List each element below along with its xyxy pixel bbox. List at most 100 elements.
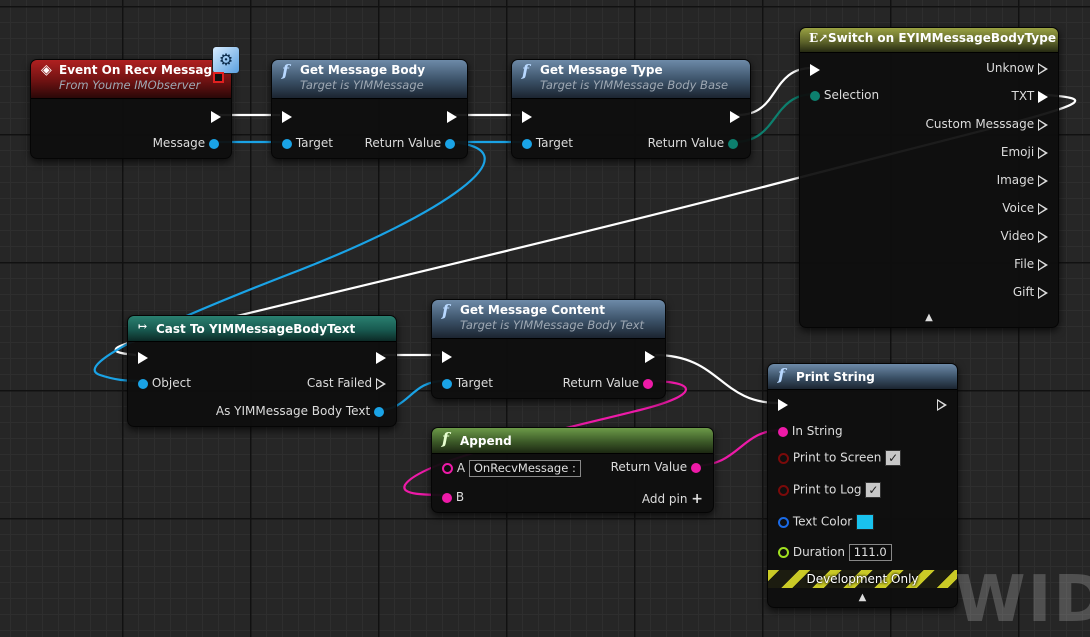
- exec-out-pin[interactable]: [937, 397, 947, 411]
- print-to-screen-pin[interactable]: Print to Screen ✓: [778, 450, 902, 466]
- pin-label: As YIMMessage Body Text: [215, 404, 371, 418]
- pin-label: Gift: [1012, 285, 1035, 299]
- as-body-text-pin[interactable]: As YIMMessage Body Text: [216, 404, 384, 418]
- pin-a[interactable]: A OnRecvMessage :: [442, 460, 581, 477]
- exec-out-pin[interactable]: [376, 350, 386, 364]
- exec-in-pin[interactable]: [810, 62, 820, 76]
- return-value-pin[interactable]: Return Value: [611, 460, 701, 474]
- expand-arrow-icon[interactable]: ▲: [858, 592, 867, 603]
- switch-out-file[interactable]: File: [1014, 257, 1048, 271]
- pin-label: Return Value: [364, 136, 442, 150]
- target-pin[interactable]: Target: [442, 376, 493, 390]
- switch-out-emoji[interactable]: Emoji: [1001, 145, 1048, 159]
- exec-out-pin[interactable]: [447, 109, 457, 123]
- exec-in-pin[interactable]: [442, 349, 452, 363]
- pin-label: Return Value: [647, 136, 725, 150]
- delegate-icon[interactable]: ⚙: [212, 46, 240, 74]
- object-pin-icon: [282, 138, 292, 149]
- exec-out-pin[interactable]: [730, 109, 740, 123]
- print-to-screen-checkbox[interactable]: ✓: [885, 450, 902, 466]
- pin-label: Target: [455, 376, 493, 390]
- exec-arrow-icon: [376, 377, 386, 390]
- pin-label: Print to Log: [792, 482, 862, 497]
- get-message-type-node[interactable]: f Get Message Type Target is YIMMessage …: [511, 59, 751, 159]
- text-color-swatch[interactable]: [856, 514, 875, 530]
- switch-out-gift[interactable]: Gift: [1013, 285, 1048, 299]
- exec-arrow-icon: [211, 110, 221, 123]
- node-title: Append: [460, 434, 512, 448]
- string-pin-icon: [778, 426, 788, 437]
- switch-out-video[interactable]: Video: [1001, 229, 1048, 243]
- object-pin-icon: [442, 378, 452, 389]
- exec-in-pin[interactable]: [778, 397, 788, 411]
- function-icon: f: [522, 61, 529, 80]
- pin-label: Target: [295, 136, 333, 150]
- exec-out-pin[interactable]: [211, 109, 221, 123]
- switch-out-voice[interactable]: Voice: [1002, 201, 1048, 215]
- exec-out-pin[interactable]: [645, 349, 655, 363]
- node-subtitle: Target is YIMMessage Body Text: [460, 318, 645, 332]
- switch-out-image[interactable]: Image: [997, 173, 1048, 187]
- print-string-node[interactable]: f Print String In String Print to Screen…: [767, 363, 958, 608]
- switch-on-enum-node[interactable]: E↗ Switch on EYIMMessageBodyType Selecti…: [799, 27, 1059, 328]
- append-node[interactable]: f Append A OnRecvMessage : B Return Valu…: [431, 427, 714, 513]
- cast-failed-pin[interactable]: Cast Failed: [307, 376, 386, 390]
- in-string-pin[interactable]: In String: [778, 424, 843, 438]
- duration-pin[interactable]: Duration 111.0: [778, 544, 892, 561]
- print-to-log-pin[interactable]: Print to Log ✓: [778, 482, 882, 498]
- return-value-pin[interactable]: Return Value: [365, 136, 455, 150]
- node-subtitle: From Youme IMObserver: [59, 78, 201, 92]
- pin-a-value-field[interactable]: OnRecvMessage :: [468, 460, 581, 477]
- exec-in-pin[interactable]: [522, 109, 532, 123]
- pin-label: A: [456, 461, 466, 475]
- object-pin[interactable]: Object: [138, 376, 191, 390]
- function-icon: f: [442, 301, 449, 320]
- pin-label: Emoji: [1000, 145, 1035, 159]
- add-pin-button[interactable]: Add pin +: [642, 492, 703, 506]
- development-only-banner: Development Only: [768, 570, 957, 588]
- message-pin[interactable]: Message: [153, 136, 219, 150]
- exec-in-pin[interactable]: [138, 350, 148, 364]
- get-message-body-node[interactable]: f Get Message Body Target is YIMMessage …: [271, 59, 468, 159]
- node-title: Cast To YIMMessageBodyText: [156, 322, 356, 336]
- selection-pin[interactable]: Selection: [810, 88, 879, 102]
- pin-label: B: [455, 490, 465, 504]
- cast-icon: ↦: [138, 320, 148, 333]
- cast-to-node[interactable]: ↦ Cast To YIMMessageBodyText Object Cast…: [127, 315, 397, 427]
- pin-label: Duration: [792, 545, 845, 559]
- function-icon: f: [442, 429, 449, 448]
- return-value-pin[interactable]: Return Value: [563, 376, 653, 390]
- return-value-pin[interactable]: Return Value: [648, 136, 738, 150]
- expand-arrow-icon[interactable]: ▲: [925, 312, 933, 323]
- node-title: Get Message Type: [540, 63, 663, 77]
- exec-arrow-icon: [1038, 286, 1048, 299]
- float-pin-icon: [778, 547, 789, 558]
- event-on-recv-message-node[interactable]: ◈ Event On Recv Message From Youme IMObs…: [30, 59, 232, 159]
- exec-arrow-icon: [730, 110, 740, 123]
- switch-out-txt[interactable]: TXT: [1012, 89, 1048, 103]
- target-pin[interactable]: Target: [282, 136, 333, 150]
- watermark-text: WIDG: [955, 563, 1090, 637]
- delegate-pin-icon[interactable]: [213, 72, 224, 83]
- exec-arrow-icon: [1038, 174, 1048, 187]
- plus-icon: +: [691, 491, 703, 507]
- object-pin-icon: [522, 138, 532, 149]
- pin-label: Text Color: [792, 514, 853, 529]
- text-color-pin[interactable]: Text Color: [778, 514, 875, 530]
- exec-arrow-icon: [1038, 90, 1048, 103]
- duration-field[interactable]: 111.0: [848, 544, 892, 561]
- node-subtitle: Target is YIMMessage: [300, 78, 424, 92]
- string-pin-icon: [442, 492, 452, 503]
- pin-label: In String: [791, 424, 843, 438]
- exec-in-pin[interactable]: [282, 109, 292, 123]
- switch-out-unknow[interactable]: Unknow: [986, 61, 1048, 75]
- pin-b[interactable]: B: [442, 490, 464, 504]
- print-to-log-checkbox[interactable]: ✓: [865, 482, 882, 498]
- get-message-content-node[interactable]: f Get Message Content Target is YIMMessa…: [431, 299, 666, 399]
- target-pin[interactable]: Target: [522, 136, 573, 150]
- pin-label: Return Value: [562, 376, 640, 390]
- pin-label: Selection: [823, 88, 880, 102]
- switch-out-custom-message[interactable]: Custom Messsage: [926, 117, 1048, 131]
- node-title: Switch on EYIMMessageBodyType: [828, 31, 1056, 45]
- pin-label: Target: [535, 136, 573, 150]
